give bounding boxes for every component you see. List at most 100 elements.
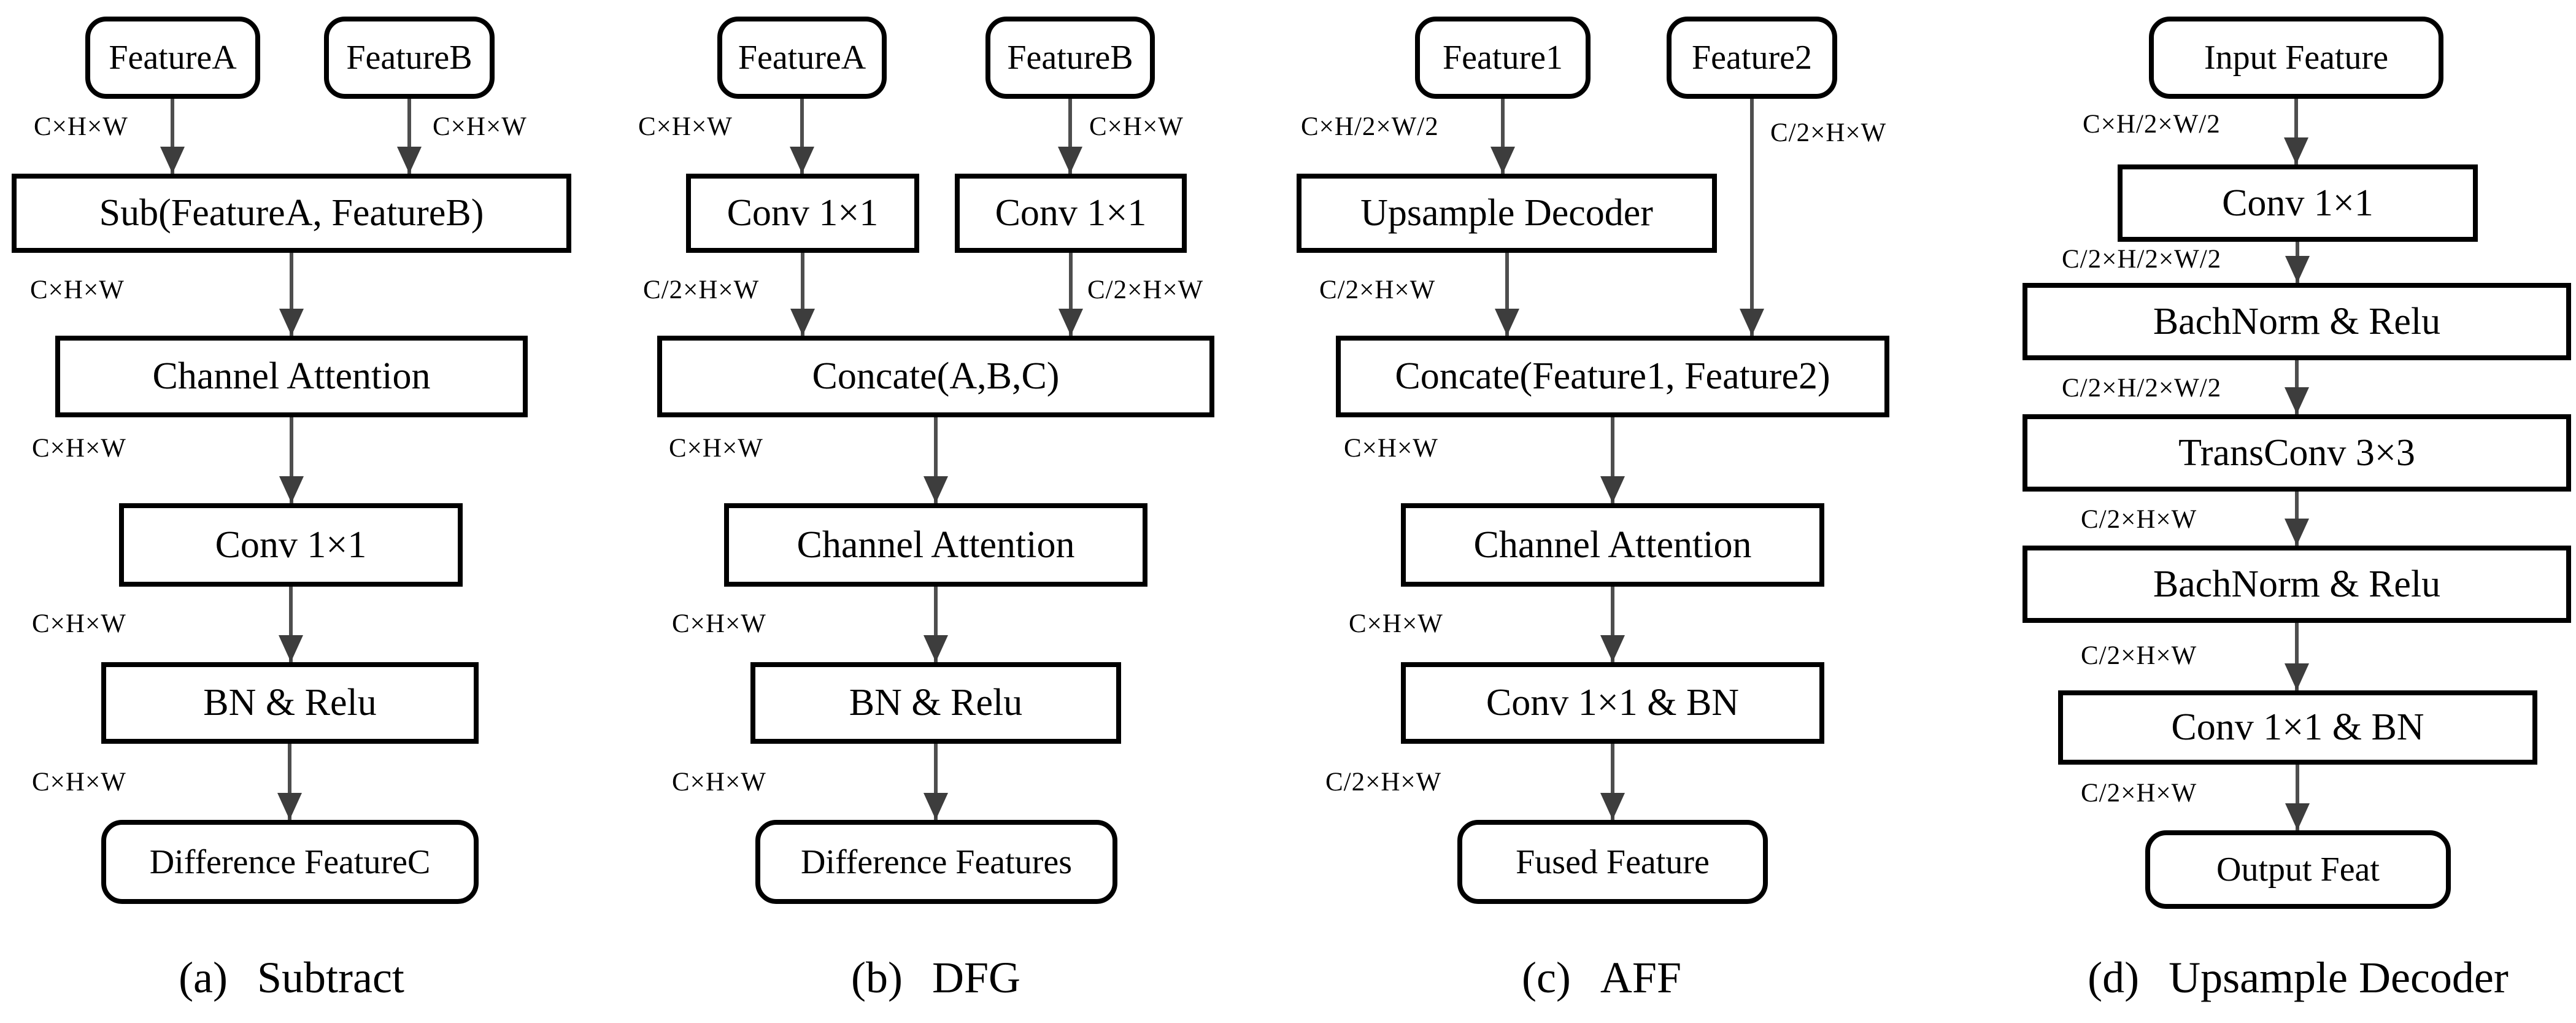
panel-caption-d: (d) Upsample Decoder [2053, 952, 2543, 1003]
arrow-down-icon [289, 587, 293, 662]
arrow-down-icon [2295, 623, 2299, 690]
input-box-label: FeatureB [1007, 39, 1133, 77]
process-box-channel-attention: Channel Attention [1401, 503, 1824, 587]
dim-label: C×H/2×W/2 [2083, 110, 2221, 139]
branch-box-upsample-decoder: Upsample Decoder [1297, 174, 1717, 253]
dim-label: C×H×W [30, 276, 125, 304]
dim-label: C/2×H×W [1087, 276, 1204, 304]
process-box-label: Channel Attention [796, 523, 1075, 566]
process-box-label: Conv 1×1 [215, 523, 367, 566]
panel-caption-c: (c) AFF [1417, 952, 1786, 1003]
dim-label: C×H×W [32, 768, 126, 797]
process-box-label: Concate(Feature1, Feature2) [1395, 355, 1830, 397]
arrow-down-icon [934, 744, 938, 820]
input-box-label: FeatureA [109, 39, 237, 77]
arrow-down-icon [800, 99, 804, 174]
input-box-label: FeatureB [346, 39, 472, 77]
output-box-output-feat: Output Feat [2145, 830, 2451, 909]
dim-label: C/2×H×W [1319, 276, 1436, 304]
process-box-conv1x1: Conv 1×1 [119, 503, 463, 587]
output-box-label: Difference Features [800, 843, 1073, 881]
process-box-label: TransConv 3×3 [2178, 431, 2415, 474]
process-box-label: BachNorm & Relu [2153, 300, 2441, 342]
dim-label: C×H×W [1089, 112, 1184, 141]
branch-box-conv1x1-right: Conv 1×1 [955, 174, 1187, 253]
arrow-down-icon [2295, 360, 2299, 414]
dim-label: C/2×H×W [2081, 779, 2197, 808]
input-box-input-feature: Input Feature [2149, 17, 2443, 99]
process-box-label: Conv 1×1 [995, 192, 1147, 234]
arrow-down-icon [1611, 744, 1614, 820]
arrow-down-icon [290, 253, 293, 336]
process-box-label: BachNorm & Relu [2153, 563, 2441, 605]
process-box-label: Channel Attention [152, 355, 431, 397]
input-box-label: Input Feature [2204, 39, 2389, 77]
process-box-sub: Sub(FeatureA, FeatureB) [12, 174, 571, 253]
arrow-down-icon [407, 99, 411, 174]
caption-label: Upsample Decoder [2169, 953, 2509, 1002]
arrow-down-icon [1611, 417, 1614, 503]
input-box-label: Feature2 [1692, 39, 1812, 77]
caption-index: (a) [179, 953, 228, 1002]
input-box-feature-b: FeatureB [985, 17, 1155, 99]
dim-label: C/2×H×W [2081, 641, 2197, 670]
output-box-fused-feature: Fused Feature [1457, 820, 1768, 904]
arrow-down-icon [290, 417, 293, 503]
arrow-down-icon [288, 744, 291, 820]
caption-index: (b) [851, 953, 903, 1002]
process-box-label: Upsample Decoder [1360, 192, 1653, 234]
process-box-label: Sub(FeatureA, FeatureB) [99, 192, 484, 234]
process-box-label: Conv 1×1 [2222, 182, 2374, 224]
process-box-label: Conv 1×1 [727, 192, 879, 234]
dim-label: C/2×H×W [643, 276, 760, 304]
dim-label: C×H/2×W/2 [1301, 112, 1439, 141]
process-box-bachnorm-relu: BachNorm & Relu [2023, 283, 2571, 360]
arrow-down-icon [171, 99, 174, 174]
output-box-label: Difference FeatureC [149, 843, 431, 881]
arrow-down-icon [1611, 587, 1614, 662]
process-box-conv1x1-bn: Conv 1×1 & BN [2058, 690, 2537, 765]
process-box-bn-relu: BN & Relu [101, 662, 479, 744]
process-box-concate: Concate(Feature1, Feature2) [1336, 336, 1889, 417]
panel-caption-a: (a) Subtract [107, 952, 476, 1003]
dim-label: C/2×H/2×W/2 [2062, 245, 2222, 274]
dim-label: C×H×W [32, 609, 126, 638]
caption-index: (d) [2088, 953, 2140, 1002]
dim-label: C×H×W [1349, 609, 1443, 638]
process-box-label: Concate(A,B,C) [812, 355, 1060, 397]
dim-label: C×H×W [1344, 434, 1438, 463]
arrow-down-icon [1068, 99, 1072, 174]
process-box-channel-attention: Channel Attention [55, 336, 528, 417]
input-box-feature1: Feature1 [1415, 17, 1591, 99]
arrow-down-icon [1505, 253, 1509, 336]
input-box-label: Feature1 [1443, 39, 1563, 77]
arrow-down-icon [2296, 765, 2299, 830]
process-box-label: BN & Relu [849, 682, 1023, 724]
arrow-down-icon [2295, 492, 2299, 546]
dim-label: C×H×W [672, 768, 766, 797]
dim-label: C/2×H×W [1325, 768, 1442, 797]
output-box-difference-featurec: Difference FeatureC [101, 820, 479, 904]
panel-caption-b: (b) DFG [752, 952, 1120, 1003]
dim-label: C×H×W [672, 609, 766, 638]
dim-label: C×H×W [34, 112, 128, 141]
process-box-conv1x1: Conv 1×1 [2118, 164, 2478, 242]
input-box-feature-b: FeatureB [324, 17, 495, 99]
caption-label: Subtract [256, 953, 404, 1002]
output-box-difference-features: Difference Features [755, 820, 1117, 904]
caption-index: (c) [1521, 953, 1571, 1002]
process-box-transconv3x3: TransConv 3×3 [2023, 414, 2571, 492]
dim-label: C/2×H×W [1770, 118, 1887, 147]
dim-label: C×H×W [638, 112, 733, 141]
output-box-label: Fused Feature [1516, 843, 1710, 881]
arrow-down-icon [2296, 242, 2299, 283]
process-box-bn-relu: BN & Relu [750, 662, 1121, 744]
caption-label: AFF [1600, 953, 1681, 1002]
output-box-label: Output Feat [2216, 851, 2380, 889]
dim-label: C/2×H/2×W/2 [2062, 374, 2222, 403]
arrow-down-icon [934, 417, 938, 503]
process-box-bachnorm-relu: BachNorm & Relu [2023, 546, 2571, 623]
caption-label: DFG [931, 953, 1020, 1002]
arrow-down-icon [1069, 253, 1073, 336]
